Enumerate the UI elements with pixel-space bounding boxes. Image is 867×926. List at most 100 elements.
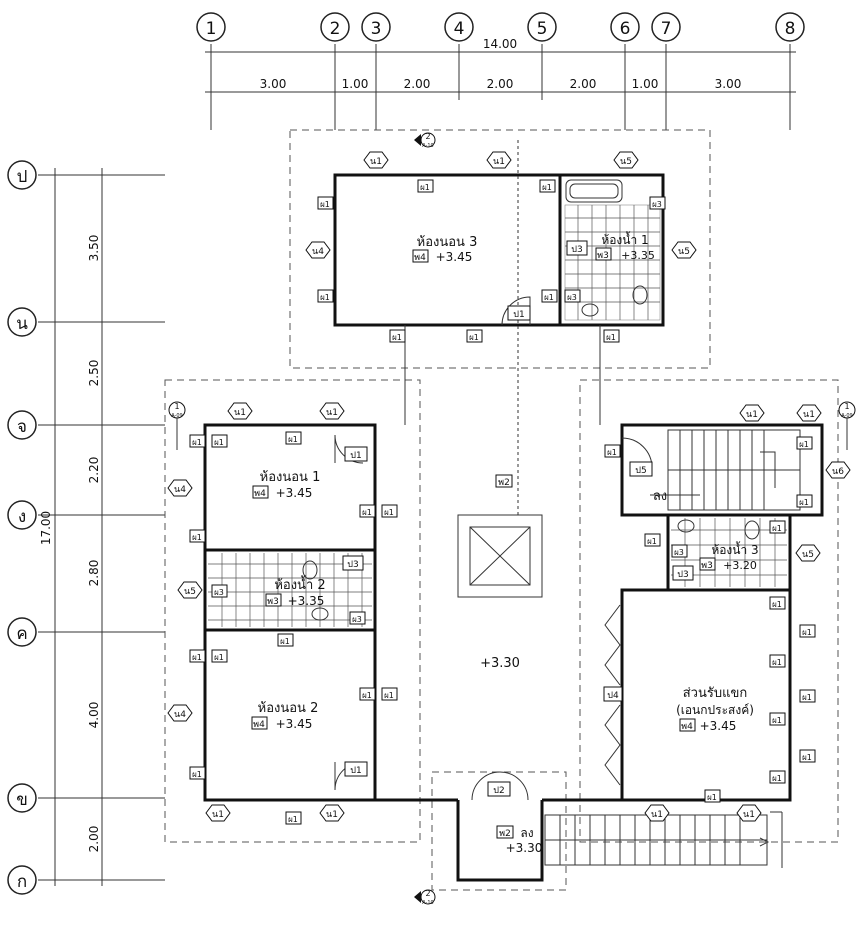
window-tag: น1 — [739, 404, 765, 422]
wall-tag: ผ1 — [211, 434, 228, 448]
bedroom-3-level: +3.45 — [436, 250, 473, 264]
svg-text:ผ1: ผ1 — [288, 815, 298, 824]
svg-text:ป1: ป1 — [513, 310, 524, 320]
svg-text:ผ1: ผ1 — [214, 653, 224, 662]
svg-text:ผ1: ผ1 — [362, 508, 372, 517]
wall-tag: ผ1 — [796, 436, 813, 450]
svg-text:ผ1: ผ1 — [320, 200, 330, 209]
svg-text:ผ1: ผ1 — [607, 448, 617, 457]
window-tag: น1 — [227, 402, 253, 420]
wall-tag: ผ1 — [285, 431, 302, 445]
wall-tag: ผ1 — [769, 520, 786, 534]
svg-text:น5: น5 — [184, 587, 196, 597]
section-marker-right: 1 A-09 — [838, 401, 856, 450]
exterior-stair — [544, 811, 783, 868]
col-1-label: 1 — [206, 19, 217, 39]
window-tag: น5 — [177, 581, 203, 599]
bathroom-3-level: +3.20 — [723, 559, 757, 572]
corridor-floor: พ2 — [498, 478, 510, 488]
wall-tag: ผ1 — [277, 633, 294, 647]
span-4-5: 2.00 — [487, 77, 514, 91]
row-1-label: ป — [17, 167, 28, 187]
svg-text:ป1: ป1 — [350, 766, 361, 776]
window-tag: น1 — [486, 151, 512, 169]
door-tag: ป1 — [344, 761, 368, 777]
col-4-label: 4 — [454, 19, 465, 39]
bathroom-3-floor: พ3 — [701, 561, 713, 571]
wall-tag: ผ1 — [644, 533, 661, 547]
bedroom-1-level: +3.45 — [276, 486, 313, 500]
bathroom-1-name: ห้องน้ำ 1 — [601, 231, 648, 247]
wall-tag: ผ1 — [539, 179, 556, 193]
col-6-label: 6 — [620, 19, 631, 39]
svg-text:ผ1: ผ1 — [192, 770, 202, 779]
svg-text:น1: น1 — [326, 810, 338, 820]
window-tag: น4 — [167, 704, 193, 722]
living-room-level: +3.45 — [700, 719, 737, 733]
svg-text:ผ1: ผ1 — [192, 653, 202, 662]
svg-text:A-09: A-09 — [171, 413, 182, 419]
span-1-2: 3.00 — [260, 77, 287, 91]
svg-text:A-09: A-09 — [841, 413, 852, 419]
window-tag: น5 — [795, 544, 821, 562]
row-4-label: ง — [18, 507, 26, 527]
bedroom-1-floor: พ4 — [254, 489, 266, 499]
wall-tag: ผ3 — [649, 196, 666, 210]
living-room-subtitle: (เอนกประสงค์) — [676, 703, 754, 717]
wall-tag: ผ1 — [704, 789, 721, 803]
window-tag: น1 — [319, 804, 345, 822]
svg-text:น1: น1 — [651, 810, 663, 820]
span-row-5: 4.00 — [87, 702, 101, 729]
svg-text:ผ1: ผ1 — [802, 693, 812, 702]
svg-text:ผ3: ผ3 — [352, 615, 362, 624]
svg-text:น1: น1 — [746, 410, 758, 420]
svg-text:ผ1: ผ1 — [802, 628, 812, 637]
skylight — [457, 514, 543, 598]
wall-tag: ผ1 — [769, 770, 786, 784]
wall-tag: ผ3 — [564, 289, 581, 303]
svg-text:ผ1: ผ1 — [288, 435, 298, 444]
span-row-6: 2.00 — [87, 826, 101, 853]
svg-text:ผ1: ผ1 — [320, 293, 330, 302]
room-labels: ห้องนอน 3 พ4 +3.45 ห้องน้ำ 1 พ3 +3.35 ห้… — [251, 231, 759, 855]
svg-text:ผ1: ผ1 — [384, 508, 394, 517]
folding-door-upper — [604, 604, 621, 686]
bathroom-1-level: +3.35 — [621, 249, 655, 262]
bedroom-2-level: +3.45 — [276, 717, 313, 731]
bathroom-3-name: ห้องน้ำ 3 — [711, 541, 758, 557]
door-tag: ป5 — [629, 461, 653, 477]
svg-text:น1: น1 — [212, 810, 224, 820]
wall-tag: ผ1 — [317, 196, 334, 210]
svg-text:น6: น6 — [832, 467, 844, 477]
wall-tag: ผ1 — [211, 649, 228, 663]
wall-tag: ผ1 — [796, 494, 813, 508]
span-5-6: 2.00 — [570, 77, 597, 91]
svg-text:น5: น5 — [678, 247, 690, 257]
entry-floor: พ2 — [499, 829, 511, 839]
svg-text:ป3: ป3 — [571, 245, 582, 255]
corridor-level: +3.30 — [480, 656, 520, 671]
folding-door-lower — [604, 704, 621, 786]
svg-text:2: 2 — [425, 889, 430, 898]
span-row-4: 2.80 — [87, 560, 101, 587]
svg-text:ป3: ป3 — [677, 570, 688, 580]
overall-width-dim: 14.00 — [483, 37, 517, 51]
window-tag: น4 — [305, 241, 331, 259]
svg-text:ผ3: ผ3 — [214, 588, 224, 597]
svg-text:ผ1: ผ1 — [384, 691, 394, 700]
bedroom-3-floor: พ4 — [414, 253, 426, 263]
wall-tag: ผ1 — [769, 654, 786, 668]
bathroom-1-floor: พ3 — [597, 251, 609, 261]
span-2-3: 1.00 — [342, 77, 369, 91]
span-row-2: 2.50 — [87, 360, 101, 387]
svg-text:ผ1: ผ1 — [420, 183, 430, 192]
svg-text:น1: น1 — [370, 157, 382, 167]
opening-tags: น1 น1 น1 น1 น1 น1 น1 น1 — [167, 151, 851, 825]
wall-tag: ผ1 — [417, 179, 434, 193]
row-6-label: ข — [16, 790, 28, 810]
col-8-label: 8 — [785, 19, 796, 39]
svg-text:ป4: ป4 — [607, 691, 619, 701]
span-6-7: 1.00 — [632, 77, 659, 91]
wall-tag: ผ1 — [604, 444, 621, 458]
row-3-label: จ — [17, 417, 27, 437]
